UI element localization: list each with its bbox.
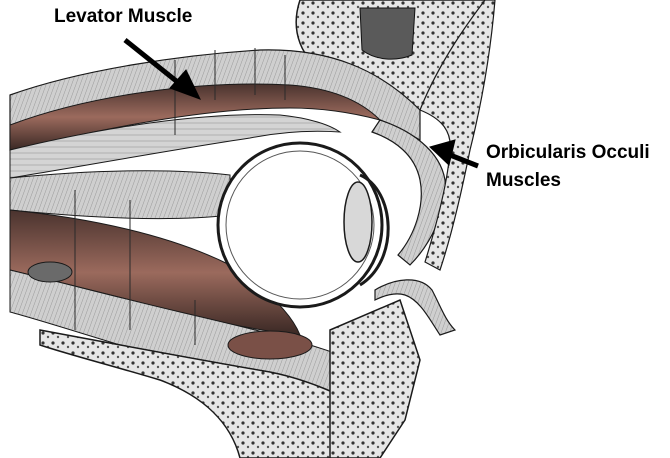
optic-nerve-region <box>10 171 230 219</box>
fat-pad <box>28 262 72 282</box>
orbicularis-label-line2: Muscles <box>486 167 650 195</box>
levator-muscle-label: Levator Muscle <box>54 3 192 31</box>
orbicularis-label-line1: Orbicularis Occuli <box>486 139 650 167</box>
maxillary-bone <box>330 300 420 458</box>
lens <box>344 182 372 262</box>
levator-muscle-label-text: Levator Muscle <box>54 6 192 27</box>
frontal-sinus <box>360 8 415 59</box>
orbicularis-occuli-label: Orbicularis Occuli Muscles <box>486 139 650 195</box>
inferior-oblique <box>228 331 312 359</box>
